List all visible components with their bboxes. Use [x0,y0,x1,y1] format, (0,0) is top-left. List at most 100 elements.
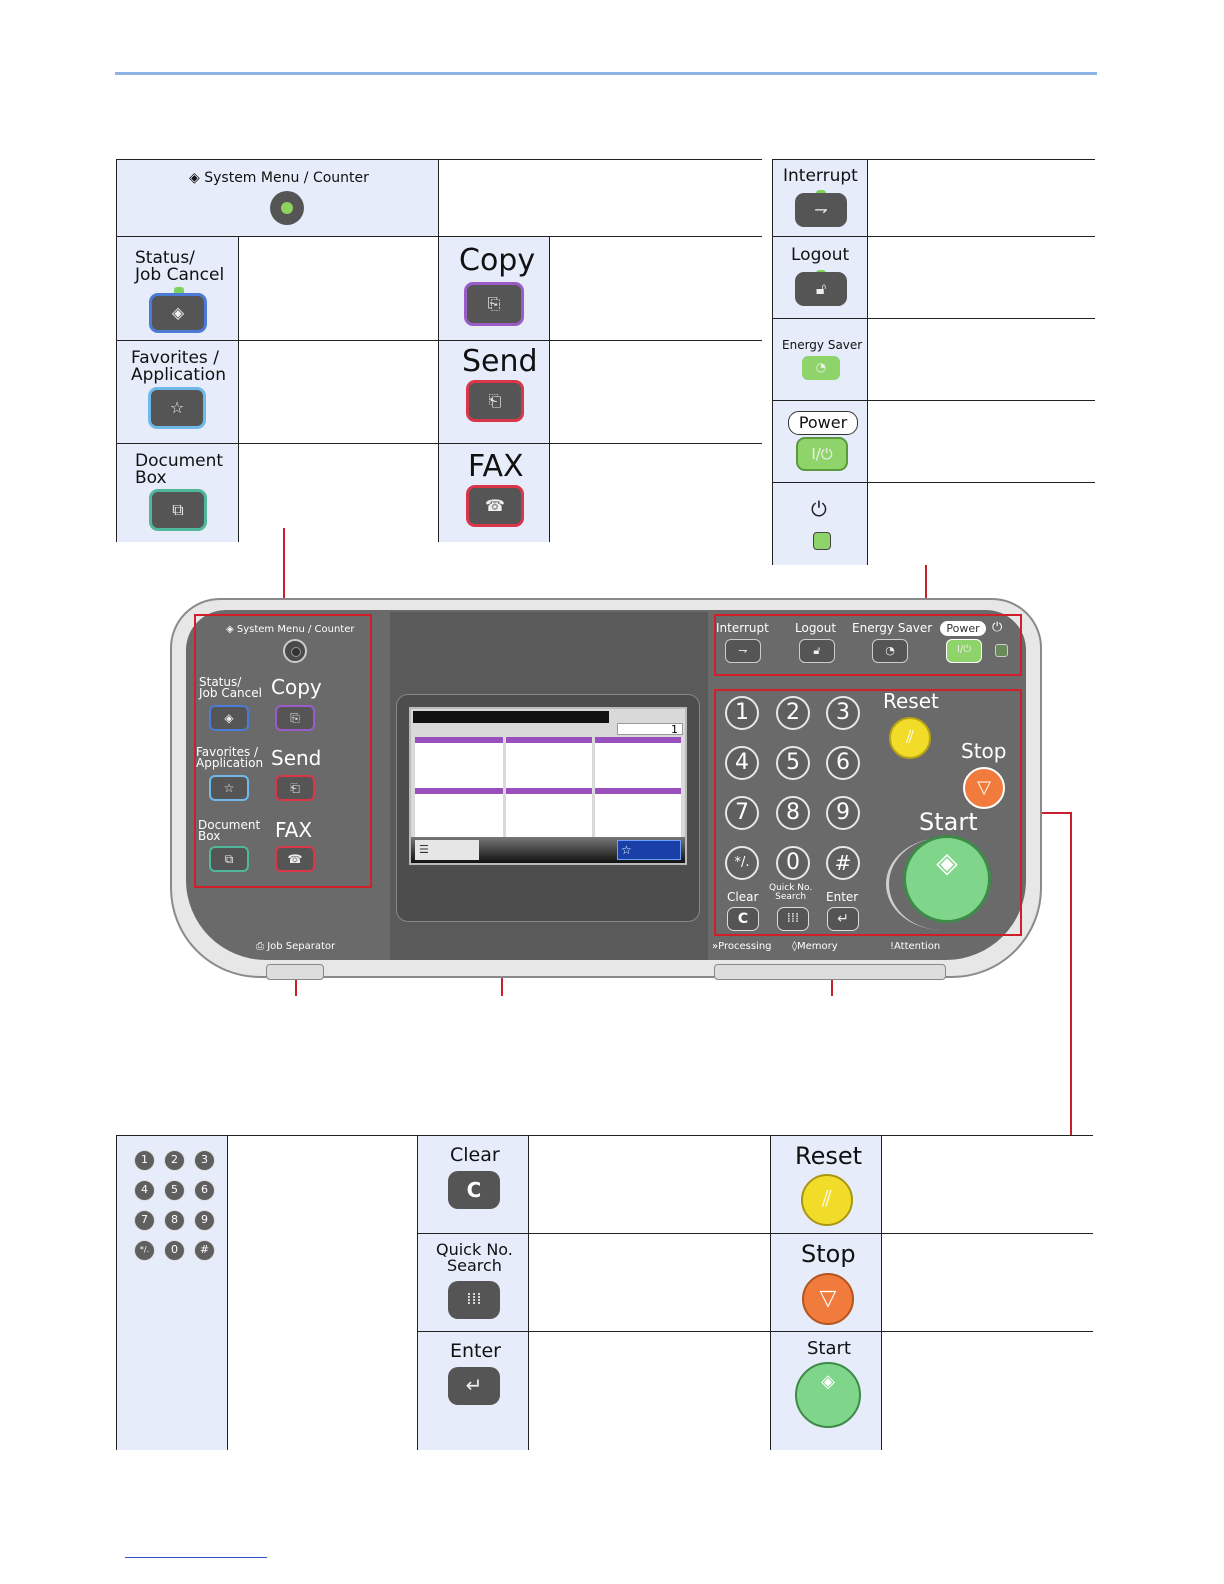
panel-fax-button[interactable]: ☎ [275,846,315,872]
system-menu-button[interactable] [270,191,304,225]
panel-copy-label: Copy [271,675,322,699]
callout-line-power-keys [925,565,927,615]
mini-key-5[interactable]: 5 [164,1180,185,1201]
screen-counter: 1 [617,723,683,735]
screen-tile-scan[interactable] [506,788,592,840]
list-icon[interactable]: ☰ [415,840,479,860]
mini-key-3[interactable]: 3 [194,1150,215,1171]
mini-key-1[interactable]: 1 [134,1150,155,1171]
mini-key-hash[interactable]: # [194,1240,215,1261]
favorites-star-icon[interactable]: ☆ [617,840,681,860]
stop-label: Stop [801,1240,856,1268]
panel-reset-label: Reset [883,689,939,713]
quick-no-search-label: Quick No.Search [436,1240,513,1275]
panel-key-0[interactable]: 0 [776,846,810,880]
panel-system-menu-button[interactable] [283,639,307,663]
enter-button[interactable]: ↵ [448,1367,500,1405]
start-button[interactable]: ◈ [795,1362,861,1428]
send-label: Send [462,344,538,379]
panel-enter-label: Enter [826,890,859,904]
favorites-application-button[interactable]: ☆ [148,387,206,429]
mini-key-2[interactable]: 2 [164,1150,185,1171]
panel-key-1[interactable]: 1 [725,696,759,730]
screen-tile-fax[interactable] [415,788,503,840]
system-menu-label: ◈ System Menu / Counter [189,170,369,186]
clear-desc [529,1136,771,1234]
touch-panel[interactable]: 1 ☰ ☆ [409,707,687,865]
copy-cell: Copy ⎘ [439,237,550,341]
panel-favorites-button[interactable]: ☆ [209,775,249,801]
start-button-arc [886,838,998,930]
stop-desc [882,1234,1093,1332]
panel-key-hash[interactable]: # [826,846,860,880]
panel-memory-label: ◊Memory [792,941,838,952]
fax-button[interactable]: ☎ [466,485,524,527]
document-box-label-line1: Document [135,451,224,471]
clear-cell: Clear C [418,1136,529,1234]
mini-key-9[interactable]: 9 [194,1210,215,1231]
screen-tile-send[interactable] [506,737,592,789]
panel-interrupt-button[interactable]: ⇁ [725,639,761,663]
panel-power-label: Power [940,621,986,636]
status-label-line1: Status/ [135,248,195,268]
panel-key-5[interactable]: 5 [776,746,810,780]
mini-key-6[interactable]: 6 [194,1180,215,1201]
start-desc [882,1332,1093,1450]
panel-key-6[interactable]: 6 [826,746,860,780]
mini-key-4[interactable]: 4 [134,1180,155,1201]
panel-key-9[interactable]: 9 [826,796,860,830]
send-icon: ⎗ [488,391,502,410]
power-label: Power [788,411,858,435]
copy-button[interactable]: ⎘ [464,282,524,326]
panel-start-button[interactable]: ◈ [903,835,991,923]
panel-power-button[interactable]: I/⏻ [946,639,982,663]
panel-key-4[interactable]: 4 [725,746,759,780]
panel-key-3[interactable]: 3 [826,696,860,730]
panel-send-button[interactable]: ⎗ [275,775,315,801]
interrupt-desc [868,160,1095,237]
panel-enter-button[interactable]: ↵ [827,907,859,931]
panel-energy-saver-button[interactable]: ◔ [872,639,908,663]
mini-key-7[interactable]: 7 [134,1210,155,1231]
callout-line-numeric-v [1070,812,1072,1136]
screen-tile-copy[interactable] [415,737,503,789]
quick-no-search-button[interactable]: ⁞⁞⁞ [448,1281,500,1319]
panel-key-2[interactable]: 2 [776,696,810,730]
power-cell: Power I/⏻ [773,401,868,483]
status-label-line2: Job Cancel [135,265,225,285]
panel-key-star[interactable]: */. [725,846,759,880]
clear-button[interactable]: C [448,1171,500,1209]
diamond-icon: ◈ [189,170,200,186]
power-button[interactable]: I/⏻ [796,437,848,471]
mini-key-star[interactable]: */. [134,1240,155,1261]
panel-quick-no-search-button[interactable]: ⁞⁞⁞ [777,907,809,931]
panel-key-8[interactable]: 8 [776,796,810,830]
panel-clear-button[interactable]: C [727,907,759,931]
reset-button[interactable]: ⫽ [801,1174,853,1226]
send-button[interactable]: ⎗ [466,380,524,422]
panel-reset-button[interactable]: ⫽ [889,717,931,759]
screen-tile-box[interactable] [595,737,681,789]
panel-copy-button[interactable]: ⎘ [275,705,315,731]
main-power-icon: ⏻ [811,497,827,521]
numeric-keys-highlight [714,689,1022,936]
logout-desc [868,237,1095,319]
document-box-button[interactable]: ⧉ [149,489,207,531]
panel-logout-button[interactable]: 🔓︎ [799,639,835,663]
panel-key-7[interactable]: 7 [725,796,759,830]
panel-status-button[interactable]: ◈ [209,705,249,731]
mini-key-0[interactable]: 0 [164,1240,185,1261]
status-job-cancel-button[interactable]: ◈ [149,293,207,333]
energy-saver-button[interactable]: ◔ [802,356,840,380]
interrupt-cell: Interrupt ⇁ [773,160,868,237]
panel-stop-button[interactable]: ▽ [963,767,1005,809]
screen-tile-job[interactable] [595,788,681,840]
interrupt-button[interactable]: ⇁ [795,193,847,227]
stop-button[interactable]: ▽ [802,1273,854,1325]
panel-document-box-button[interactable]: ⧉ [209,846,249,872]
logout-button[interactable]: 🔓︎ [795,272,847,306]
logout-cell: Logout 🔓︎ [773,237,868,319]
mini-key-8[interactable]: 8 [164,1210,185,1231]
document-box-cell: Document Box ⧉ [117,444,239,542]
favorites-desc [239,341,439,444]
